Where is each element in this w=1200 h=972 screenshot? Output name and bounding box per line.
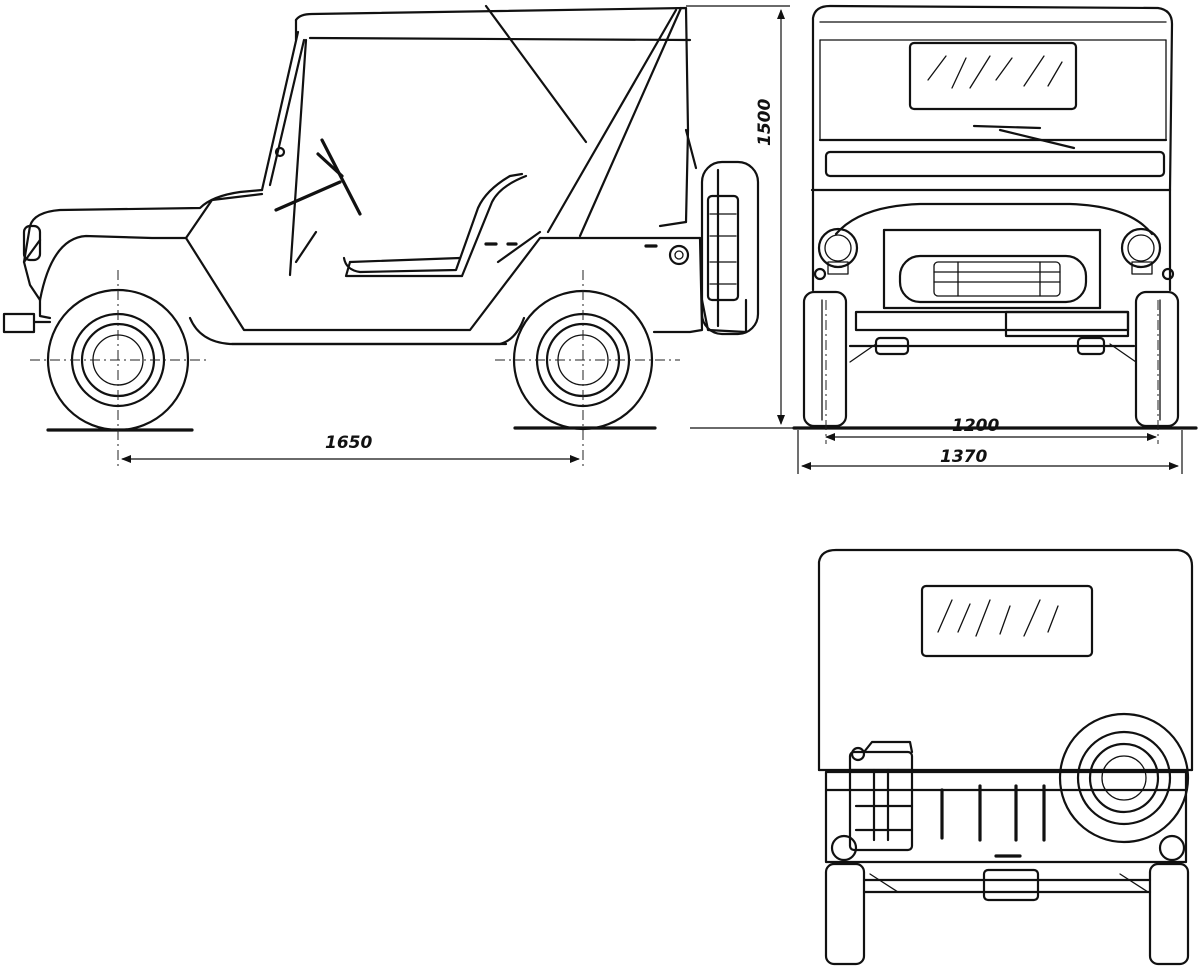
front-right-tire — [1134, 290, 1180, 428]
wheelbase-label: 1650 — [325, 433, 372, 453]
spare-wheel-rear — [1058, 712, 1190, 844]
side-view — [2, 4, 760, 466]
overall-width-dimension: 1370 — [797, 430, 1183, 474]
right-headlight — [1120, 227, 1162, 269]
spare-wheel-side — [700, 160, 760, 336]
soft-top — [260, 4, 698, 277]
radiator-grille — [898, 254, 1088, 304]
rear-right-tire — [1148, 862, 1190, 966]
front-left-tire — [802, 290, 848, 428]
jerry-can — [848, 740, 914, 852]
rear-view — [817, 548, 1194, 966]
left-headlight — [817, 227, 859, 269]
front-view — [792, 4, 1198, 444]
overall-width-label: 1370 — [940, 447, 987, 467]
track-label: 1200 — [952, 416, 999, 436]
front-bumper — [854, 310, 1130, 332]
wheelbase-dimension: 1650 — [121, 433, 580, 463]
rear-left-tire — [824, 862, 866, 966]
left-tail-light — [830, 834, 858, 862]
right-tail-light — [1158, 834, 1186, 862]
rear-window — [920, 584, 1094, 658]
track-dimension: 1200 — [825, 416, 1157, 441]
interior — [274, 138, 528, 278]
body-shell — [2, 188, 704, 346]
height-dimension: 1500 — [686, 5, 796, 429]
windshield — [908, 41, 1078, 111]
height-label: 1500 — [755, 99, 775, 146]
